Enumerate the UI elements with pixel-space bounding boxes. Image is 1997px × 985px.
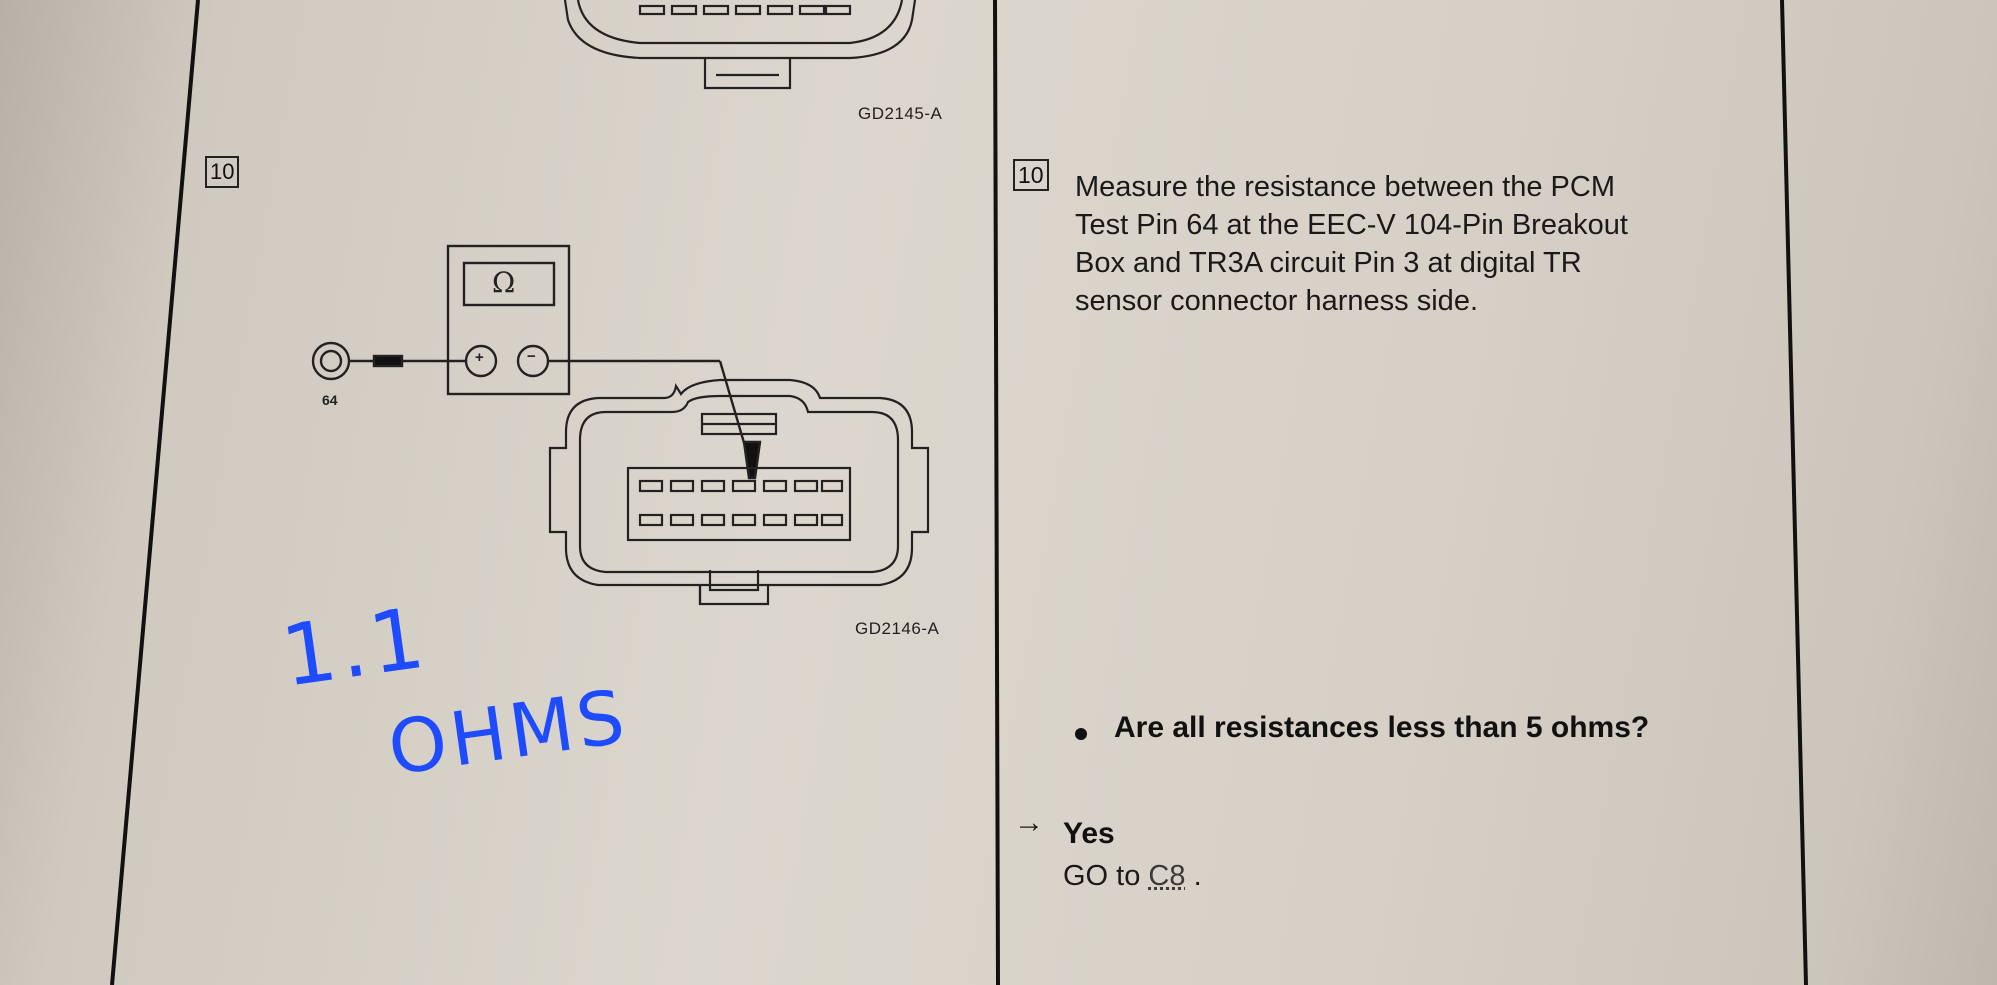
answer-yes: Yes xyxy=(1063,817,1115,850)
go-to-c8-link[interactable]: C8 xyxy=(1148,860,1186,892)
pin-64-terminal xyxy=(311,341,466,381)
action-line: GO to C8 . xyxy=(1063,860,1202,893)
meter-plus-terminal: + xyxy=(475,349,484,366)
action-prefix: GO to xyxy=(1063,860,1141,892)
instruction-step-number: 10 xyxy=(1013,159,1049,191)
ohm-symbol-icon: Ω xyxy=(492,266,516,299)
center-divider xyxy=(993,0,1000,985)
bullet-icon xyxy=(1075,728,1087,740)
pin-number-label: 64 xyxy=(322,392,338,408)
instruction-text: Measure the resistance between the PCM T… xyxy=(1075,171,1628,317)
figure-caption-bottom: GD2146-A xyxy=(855,619,940,638)
top-connector-drawing xyxy=(563,0,917,90)
bottom-connector-drawing xyxy=(548,378,930,606)
right-page-border xyxy=(1780,0,1808,985)
left-page-border xyxy=(110,0,200,985)
answer-arrow-icon: → xyxy=(1014,806,1044,839)
action-suffix: . xyxy=(1193,860,1202,892)
question-text: Are all resistances less than 5 ohms? xyxy=(1114,711,1650,744)
meter-minus-terminal: − xyxy=(527,348,536,365)
figure-step-number: 10 xyxy=(205,156,240,188)
figure-caption-top: GD2145-A xyxy=(858,104,943,123)
handwritten-value: 1.1 xyxy=(275,588,434,706)
